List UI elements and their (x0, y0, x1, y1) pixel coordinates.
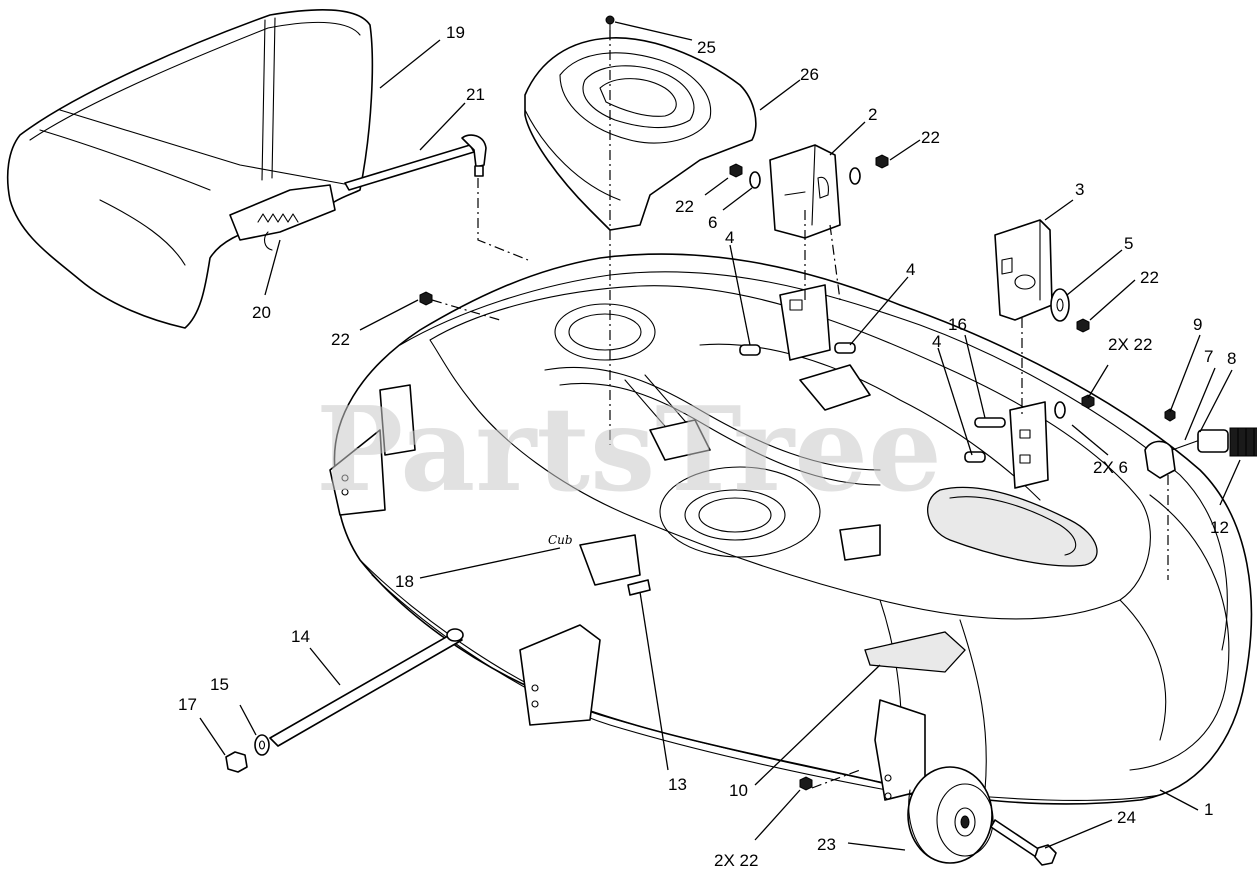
callout-22-d: 22 (331, 330, 350, 349)
bracket-2 (769, 144, 841, 239)
callout-4-b: 4 (906, 260, 915, 279)
callout-9: 9 (1193, 315, 1202, 334)
callout-21: 21 (466, 85, 485, 104)
callout-17: 17 (178, 695, 197, 714)
callout-13: 13 (668, 775, 687, 794)
wheel-bolt (990, 819, 1057, 866)
callout-12: 12 (1210, 518, 1229, 537)
callout-4-c: 4 (932, 332, 941, 351)
callout-5: 5 (1124, 234, 1133, 253)
callout-22-a: 22 (675, 197, 694, 216)
drag-link (269, 628, 464, 747)
callout-24: 24 (1117, 808, 1136, 827)
wash-port-fitting (1144, 408, 1257, 479)
callout-14: 14 (291, 627, 310, 646)
callout-2: 2 (868, 105, 877, 124)
discharge-chute (6, 9, 374, 329)
callout-4-a: 4 (725, 228, 734, 247)
callout-2x22-a: 2X 22 (1108, 335, 1152, 354)
watermark: PartsTree (316, 382, 942, 518)
callout-labels: 19 21 20 25 26 2 22 6 22 3 5 22 4 4 16 4… (178, 23, 1236, 870)
callout-22-b: 22 (921, 128, 940, 147)
callout-2x22-b: 2X 22 (714, 851, 758, 870)
callout-23: 23 (817, 835, 836, 854)
callout-1: 1 (1204, 800, 1213, 819)
callout-10: 10 (729, 781, 748, 800)
callout-19: 19 (446, 23, 465, 42)
callout-22-c: 22 (1140, 268, 1159, 287)
bracket-3 (994, 219, 1053, 321)
callout-15: 15 (210, 675, 229, 694)
logo-script: Cub (548, 533, 573, 547)
belt-cover (524, 37, 757, 231)
nut-17 (225, 751, 248, 773)
assembly-lines (431, 30, 1169, 789)
callout-7: 7 (1204, 347, 1213, 366)
callout-16: 16 (948, 315, 967, 334)
chute-spring (257, 213, 299, 251)
callout-18: 18 (395, 572, 414, 591)
callout-3: 3 (1075, 180, 1084, 199)
washer-15 (254, 734, 270, 756)
callout-6: 6 (708, 213, 717, 232)
gauge-wheel (907, 766, 994, 864)
callout-leaders (199, 21, 1241, 851)
hanger-brackets (739, 284, 1049, 489)
nut-washer-hardware (419, 154, 1095, 791)
callout-8: 8 (1227, 349, 1236, 368)
chute-rod (344, 134, 487, 191)
callout-20: 20 (252, 303, 271, 322)
callout-2x6: 2X 6 (1093, 458, 1128, 477)
mower-deck: Cub (329, 253, 1253, 805)
callout-25: 25 (697, 38, 716, 57)
callout-26: 26 (800, 65, 819, 84)
